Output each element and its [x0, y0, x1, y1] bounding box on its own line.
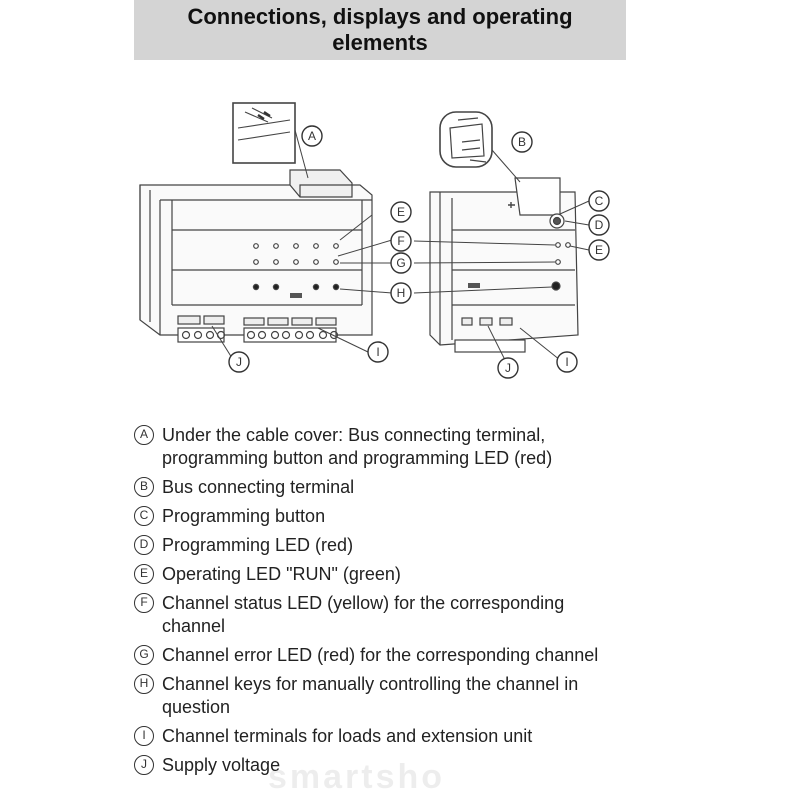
watermark: smartsho	[268, 758, 446, 796]
callout-b-right	[511, 131, 533, 153]
callout-g-left	[390, 252, 412, 274]
legend-item-d: D Programming LED (red)	[134, 534, 734, 557]
legend-text: Programming button	[162, 506, 326, 526]
callout-h-left	[390, 282, 412, 304]
legend-marker: I	[134, 726, 154, 746]
legend-item-h: H Channel keys for manually controlling …	[134, 673, 734, 719]
left-callouts	[228, 125, 412, 373]
callout-j-right	[497, 357, 519, 379]
right-callouts	[497, 131, 610, 379]
legend-item-i: I Channel terminals for loads and extens…	[134, 725, 734, 748]
right-device-drawing	[413, 111, 590, 363]
callout-label: D	[595, 218, 604, 232]
legend-marker: G	[134, 645, 154, 665]
legend-text: Channel terminals for loads and extensio…	[162, 726, 533, 746]
section-title-box: Connections, displays and operating elem…	[134, 0, 626, 60]
legend-marker: A	[134, 425, 154, 445]
callout-e-left	[390, 201, 412, 223]
callout-label: G	[396, 256, 405, 270]
callout-label: I	[565, 355, 568, 369]
legend-marker: H	[134, 674, 154, 694]
legend-text: Operating LED "RUN" (green)	[162, 564, 401, 584]
legend-item-g: G Channel error LED (red) for the corres…	[134, 644, 734, 667]
callout-label: H	[397, 286, 406, 300]
legend-marker: E	[134, 564, 154, 584]
legend-marker: B	[134, 477, 154, 497]
callout-c-right	[588, 190, 610, 212]
callout-label: A	[308, 129, 316, 143]
legend-item-b: B Bus connecting terminal	[134, 476, 734, 499]
legend-text: Programming LED (red)	[162, 535, 354, 555]
callout-a-left	[301, 125, 323, 147]
device-diagram: A E F G H I J B C D E I J	[139, 102, 610, 379]
callout-label: B	[518, 135, 526, 149]
legend-marker: J	[134, 755, 154, 775]
legend-marker: C	[134, 506, 154, 526]
left-device-drawing	[139, 102, 393, 359]
legend-text: Channel error LED (red) for the correspo…	[162, 645, 599, 665]
legend-text: Under the cable cover: Bus connecting te…	[162, 425, 553, 468]
legend-marker: F	[134, 593, 154, 613]
callout-e-right	[588, 239, 610, 261]
legend-item-c: C Programming button	[134, 505, 734, 528]
callout-label: E	[595, 243, 603, 257]
legend-text: Channel keys for manually controlling th…	[162, 674, 579, 717]
page-title: Connections, displays and operating elem…	[187, 4, 573, 55]
legend-list: A Under the cable cover: Bus connecting …	[134, 424, 734, 783]
legend-text: Channel status LED (yellow) for the corr…	[162, 593, 565, 636]
callout-i-right	[556, 351, 578, 373]
callout-label: J	[505, 361, 511, 375]
legend-item-e: E Operating LED "RUN" (green)	[134, 563, 734, 586]
legend-marker: D	[134, 535, 154, 555]
legend-text: Supply voltage	[162, 755, 281, 775]
callout-label: J	[236, 355, 242, 369]
legend-item-j: J Supply voltage	[134, 754, 734, 777]
callout-i-left	[367, 341, 389, 363]
callout-f-left	[390, 230, 412, 252]
callout-j-left	[228, 351, 250, 373]
callout-label: E	[397, 205, 405, 219]
callout-label: F	[397, 234, 404, 248]
legend-item-a: A Under the cable cover: Bus connecting …	[134, 424, 734, 470]
legend-item-f: F Channel status LED (yellow) for the co…	[134, 592, 734, 638]
callout-label: I	[376, 345, 379, 359]
callout-label: C	[595, 194, 604, 208]
legend-text: Bus connecting terminal	[162, 477, 355, 497]
callout-d-right	[588, 214, 610, 236]
